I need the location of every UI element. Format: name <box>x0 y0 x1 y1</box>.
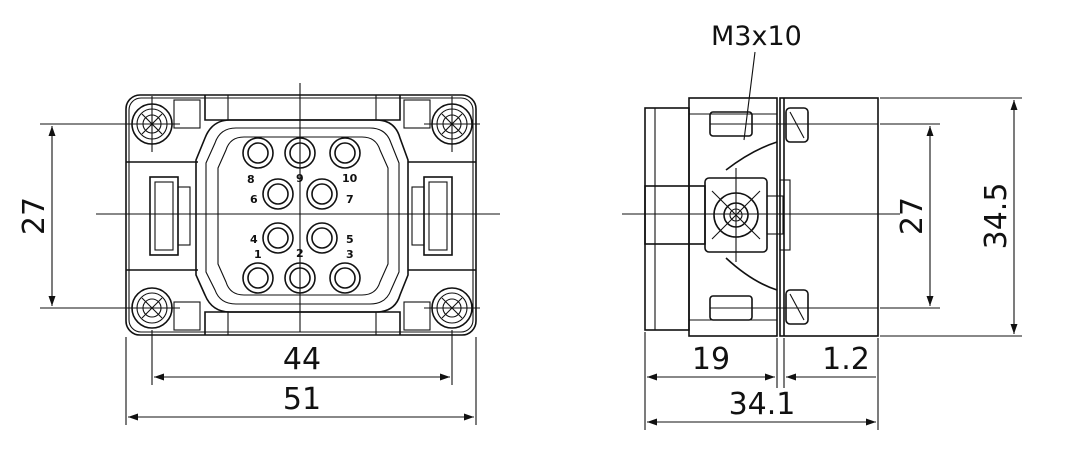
side-dimension-1-2: 1.2 <box>752 338 879 430</box>
dim-label-27-side: 27 <box>895 197 930 235</box>
pin-label-5: 5 <box>346 233 354 246</box>
front-dimension-51: 51 <box>125 337 477 425</box>
side-dimension-27: 27 <box>880 123 940 309</box>
pin-label-6: 6 <box>250 193 258 206</box>
side-body <box>644 97 879 337</box>
dim-label-51: 51 <box>283 382 321 417</box>
pin-label-8: 8 <box>247 173 255 186</box>
dim-label-27-front: 27 <box>17 197 52 235</box>
side-center-lines <box>622 168 900 262</box>
dim-label-34-5: 34.5 <box>979 183 1014 250</box>
pin-label-1: 1 <box>254 248 262 261</box>
pin-3 <box>329 262 361 294</box>
dim-label-34-1: 34.1 <box>729 387 796 422</box>
pin-4 <box>262 222 294 254</box>
pin-label-4: 4 <box>250 233 258 246</box>
pin-7 <box>306 178 338 210</box>
pin-8 <box>242 137 274 169</box>
pin-labels: 8 9 10 6 7 4 5 1 2 3 <box>247 172 358 261</box>
side-view: M3x10 27 34.5 19 1.2 <box>622 21 1022 430</box>
pin-1 <box>242 262 274 294</box>
front-view: 8 9 10 6 7 4 5 1 2 3 27 <box>17 83 500 425</box>
front-pins <box>242 137 361 294</box>
pin-10 <box>329 137 361 169</box>
screw-callout-label: M3x10 <box>711 21 802 52</box>
front-dimension-27: 27 <box>17 123 132 309</box>
pin-label-10: 10 <box>342 172 358 185</box>
side-dimension-34-5: 34.5 <box>880 97 1022 337</box>
dim-label-44: 44 <box>283 342 321 377</box>
pin-6 <box>262 178 294 210</box>
pin-label-7: 7 <box>346 193 354 206</box>
front-center-lines <box>96 83 500 332</box>
dim-label-1-2: 1.2 <box>822 342 870 377</box>
front-dimension-44: 44 <box>151 330 453 385</box>
side-dimension-34-1: 34.1 <box>647 387 876 426</box>
front-insert <box>195 119 409 313</box>
pin-label-3: 3 <box>346 248 354 261</box>
dim-label-19: 19 <box>692 342 730 377</box>
front-housing <box>125 94 477 336</box>
side-callout-screw: M3x10 <box>711 21 802 141</box>
pin-5 <box>306 222 338 254</box>
